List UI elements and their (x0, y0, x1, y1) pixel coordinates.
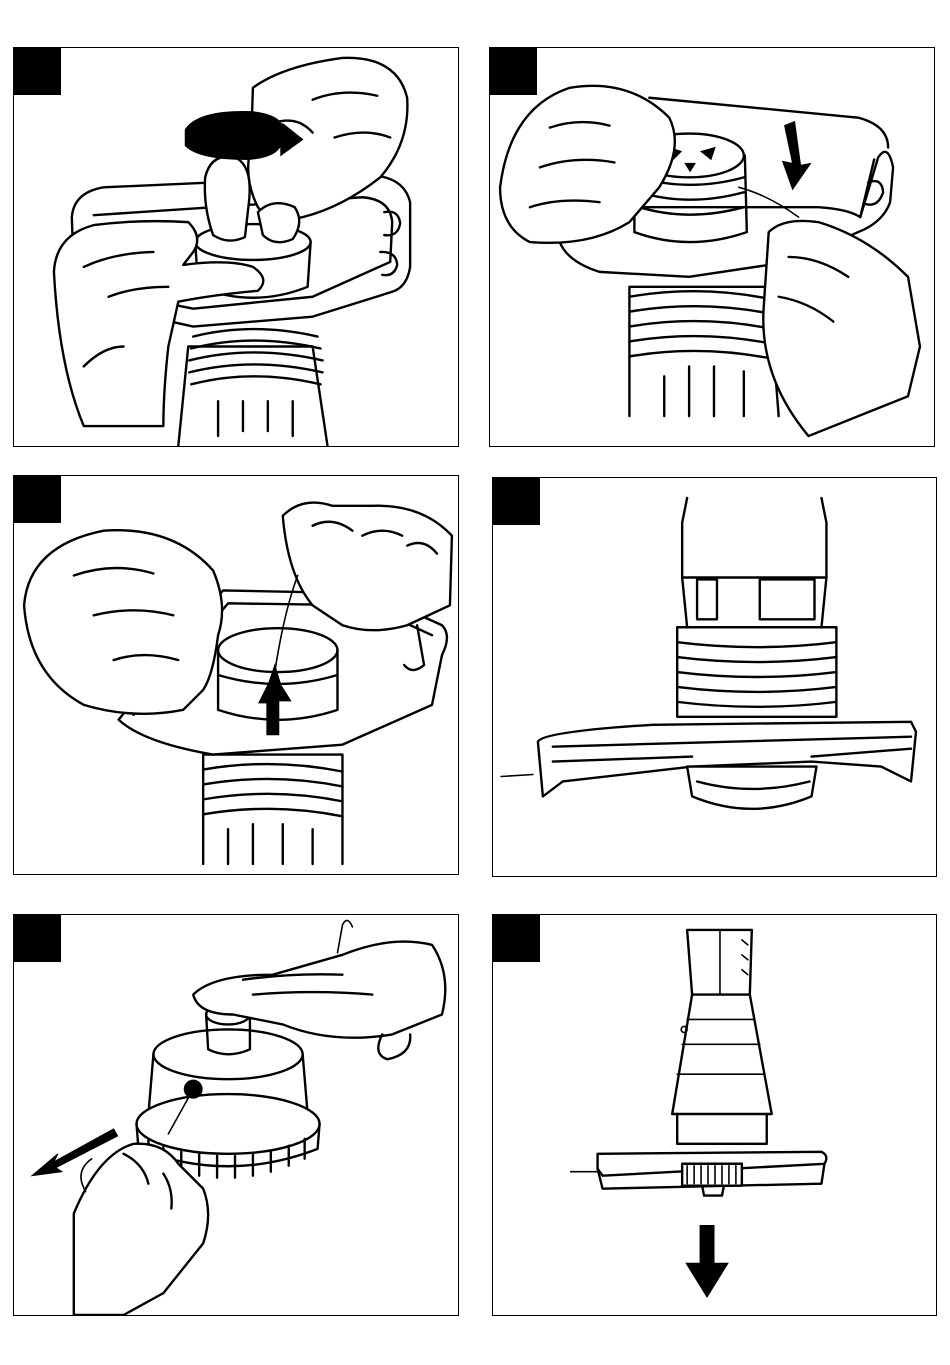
panel-5 (13, 914, 459, 1316)
panel-3 (13, 475, 459, 875)
illustration-1 (14, 48, 458, 446)
panel-4 (492, 477, 937, 877)
illustration-5 (14, 915, 458, 1315)
down-arrow-icon (686, 1225, 728, 1297)
panel-1 (13, 47, 459, 447)
down-arrow-icon (783, 122, 811, 190)
illustration-6 (493, 915, 936, 1315)
panel-6 (492, 914, 937, 1316)
illustration-2 (490, 48, 934, 446)
illustration-3 (14, 476, 458, 874)
illustration-4 (493, 478, 936, 876)
panel-2 (489, 47, 935, 447)
